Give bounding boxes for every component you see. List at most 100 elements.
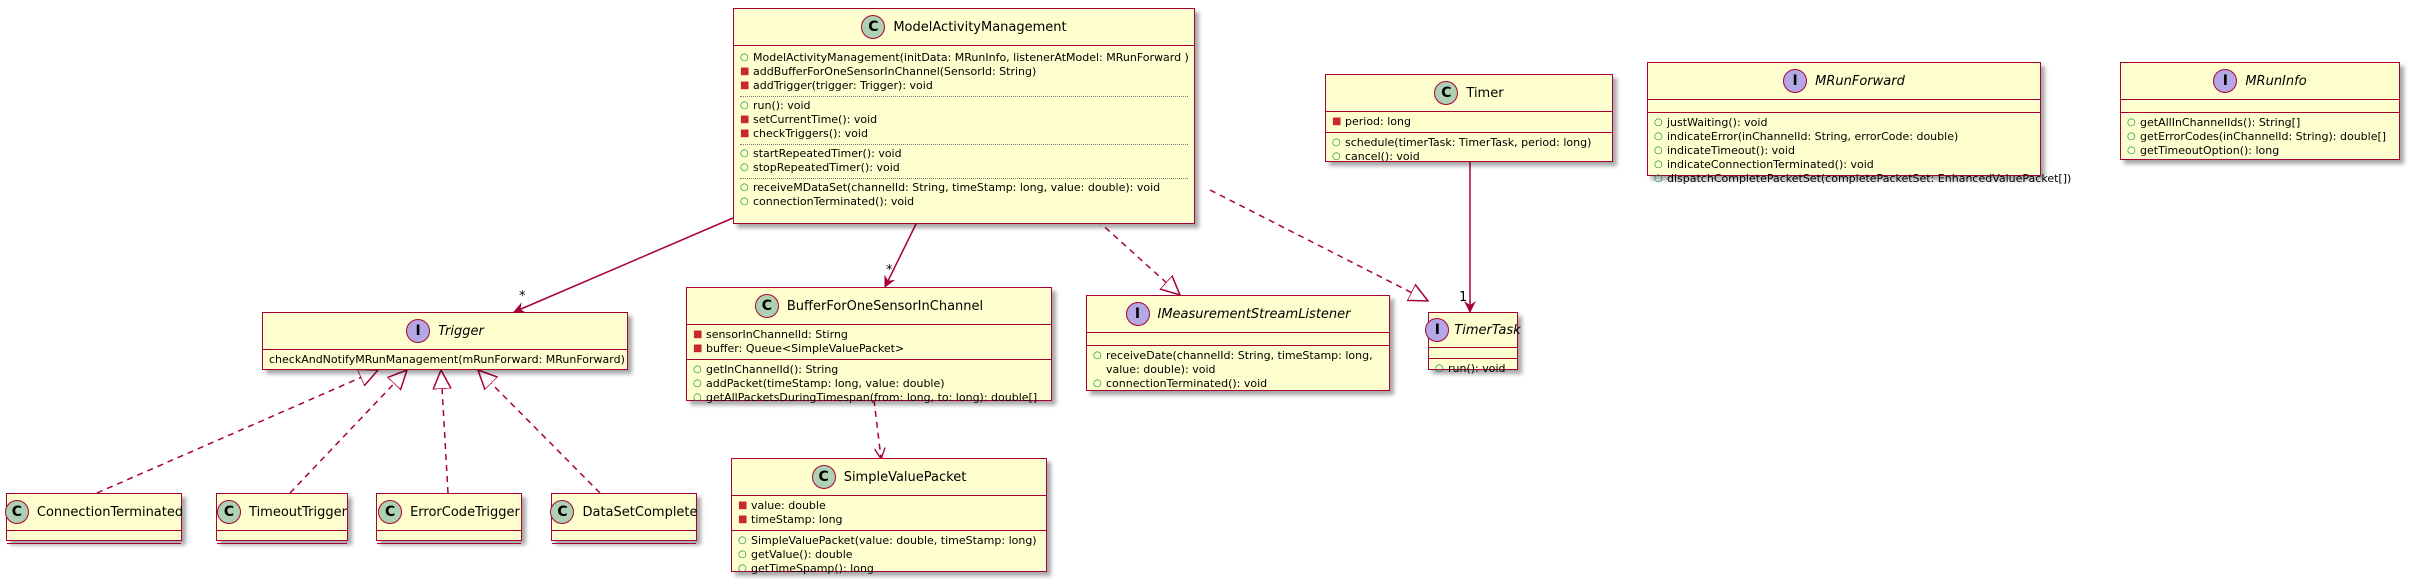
member-text: run(): void: [1448, 362, 1506, 375]
public-icon: ○: [1654, 131, 1663, 142]
class-timeout-trigger[interactable]: C TimeoutTrigger: [216, 493, 348, 544]
member-text: getAllPacketsDuringTimespan(from: long, …: [706, 391, 1038, 404]
interface-badge-icon: I: [406, 319, 431, 343]
member: ■period: long: [1332, 115, 1606, 129]
member: ○cancel(): void: [1332, 150, 1606, 164]
class-badge-icon: C: [378, 500, 403, 524]
fields-section: [1429, 348, 1517, 359]
interface-badge-icon: I: [1125, 302, 1150, 326]
member: ■addTrigger(trigger: Trigger): void: [740, 79, 1188, 93]
member-text: checkTriggers(): void: [753, 127, 868, 140]
class-header: C TimeoutTrigger: [217, 494, 347, 531]
class-name: Trigger: [438, 323, 484, 339]
member-text: justWaiting(): void: [1667, 116, 1768, 129]
member: ○getInChannelId(): String: [693, 363, 1045, 377]
methods-section: ○justWaiting(): void ○indicateError(inCh…: [1648, 113, 2071, 189]
class-header: I MRunForward: [1648, 63, 2040, 100]
methods-section: ○getAllInChannelIds(): String[] ○getErro…: [2121, 113, 2399, 161]
interface-imeasurement-stream-listener[interactable]: I IMeasurementStreamListener ○ receiveDat…: [1086, 295, 1390, 391]
member-text: value: double: [751, 499, 826, 512]
member: value: double): void: [1093, 363, 1383, 377]
member: ○getTimeoutOption(): long: [2127, 144, 2393, 158]
realize-errcode-trigger: [441, 370, 448, 494]
member: ○ receiveDate(channelId: String, timeStam…: [1093, 349, 1383, 363]
methods-section: checkAndNotifyMRunManagement(mRunForward…: [263, 350, 627, 370]
interface-timertask[interactable]: I TimerTask ○ run(): void: [1425, 312, 1521, 375]
methods-section: ○ModelActivityManagement(initData: MRunI…: [734, 46, 1194, 215]
class-simple-value-packet[interactable]: C SimpleValuePacket ■value: double ■time…: [731, 458, 1047, 575]
member-text: indicateError(inChannelId: String, error…: [1667, 130, 1959, 143]
class-model-activity-management[interactable]: C ModelActivityManagement ○ModelActivity…: [733, 8, 1195, 224]
member: ○ getTimeSpamp(): long: [738, 562, 1040, 576]
public-icon: ○: [738, 535, 747, 546]
class-badge-icon: C: [4, 500, 29, 524]
methods-section: ○SimpleValuePacket(value: double, timeSt…: [732, 531, 1046, 579]
public-icon: ○: [1332, 137, 1341, 148]
fields-section: [1087, 333, 1389, 346]
member: ○dispatchCompletePacketSet(completePacke…: [1654, 172, 2071, 186]
member-text: receiveDate(channelId: String, timeStamp…: [1106, 349, 1373, 362]
member-text: startRepeatedTimer(): void: [753, 147, 902, 160]
member-text: sensorInChannelId: Stirng: [706, 328, 848, 341]
class-name: ModelActivityManagement: [893, 19, 1067, 35]
public-icon: ○: [2127, 117, 2136, 128]
public-icon: ○: [1435, 363, 1444, 374]
member-group: ○receiveMDataSet(channelId: String, time…: [740, 179, 1188, 212]
member: ○justWaiting(): void: [1654, 116, 2034, 130]
class-connection-terminated[interactable]: C ConnectionTerminated: [4, 493, 183, 544]
class-timer[interactable]: C Timer ■period: long ○ schedule(timerTas…: [1325, 74, 1613, 164]
class-header: I TimerTask: [1425, 313, 1521, 348]
class-name: IMeasurementStreamListener: [1157, 306, 1351, 322]
class-buffer-for-one-sensor-in-channel[interactable]: C BufferForOneSensorInChannel ■sensorInC…: [686, 287, 1052, 404]
multiplicity-model-trigger: *: [519, 289, 526, 304]
member-text: indicateConnectionTerminated(): void: [1667, 158, 1874, 171]
assoc-model-trigger: [513, 217, 734, 314]
member-text: schedule(timerTask: TimerTask, period: l…: [1345, 136, 1592, 149]
interface-mrunforward[interactable]: I MRunForward ○justWaiting(): void ○indi…: [1647, 62, 2071, 185]
public-icon: ○: [693, 378, 702, 389]
class-header: I MRunInfo: [2121, 63, 2399, 100]
private-icon: ■: [740, 80, 750, 91]
member-text: addTrigger(trigger: Trigger): void: [753, 79, 933, 92]
interface-mruninfo[interactable]: I MRunInfo ○getAllInChannelIds(): String…: [2120, 62, 2400, 160]
member: ○indicateTimeout(): void: [1654, 144, 2034, 158]
class-data-set-complete[interactable]: C DataSetComplete: [550, 493, 698, 544]
public-icon: ○: [1093, 350, 1102, 361]
member: ○receiveMDataSet(channelId: String, time…: [740, 181, 1188, 195]
member-text: addBufferForOneSensorInChannel(SensorId:…: [753, 65, 1037, 78]
member-text: setCurrentTime(): void: [753, 113, 878, 126]
fields-section: ■value: double ■timeStamp: long: [732, 496, 1046, 531]
class-header: C Timer: [1326, 75, 1612, 112]
member: ○SimpleValuePacket(value: double, timeSt…: [738, 534, 1040, 548]
member-text: getTimeSpamp(): long: [751, 562, 874, 575]
class-name: Timer: [1466, 85, 1504, 101]
member-text: receiveMDataSet(channelId: String, timeS…: [753, 181, 1161, 194]
member: ■checkTriggers(): void: [740, 127, 1188, 141]
public-icon: ○: [738, 563, 747, 574]
class-header: C ConnectionTerminated: [4, 494, 183, 531]
member: ■addBufferForOneSensorInChannel(SensorId…: [740, 65, 1188, 79]
member-text: getErrorCodes(inChannelId: String): doub…: [2140, 130, 2387, 143]
class-header: C ErrorCodeTrigger: [377, 494, 521, 531]
member: ■timeStamp: long: [738, 513, 1040, 527]
class-name: TimeoutTrigger: [249, 504, 347, 520]
member-text: connectionTerminated(): void: [753, 195, 915, 208]
public-icon: ○: [740, 52, 749, 63]
member-text: getValue(): double: [751, 548, 853, 561]
methods-section: ○getInChannelId(): String ○addPacket(tim…: [687, 360, 1051, 408]
member: ■setCurrentTime(): void: [740, 113, 1188, 127]
interface-trigger[interactable]: I Trigger checkAndNotifyMRunManagement(m…: [262, 312, 628, 370]
class-header: C ModelActivityManagement: [734, 9, 1194, 46]
member-text: period: long: [1345, 115, 1411, 128]
methods-section: ○ receiveDate(channelId: String, timeStam…: [1087, 346, 1389, 394]
private-icon: ■: [738, 514, 748, 525]
member-group: ○run(): void ■setCurrentTime(): void ■ch…: [740, 97, 1188, 145]
interface-badge-icon: I: [1425, 318, 1450, 342]
public-icon: ○: [1654, 173, 1663, 184]
class-error-code-trigger[interactable]: C ErrorCodeTrigger: [376, 493, 522, 544]
member-text: indicateTimeout(): void: [1667, 144, 1795, 157]
multiplicity-timer-timertask: 1: [1459, 290, 1468, 305]
fields-section: ■sensorInChannelId: Stirng ■buffer: Queu…: [687, 325, 1051, 360]
private-icon: ■: [740, 128, 750, 139]
